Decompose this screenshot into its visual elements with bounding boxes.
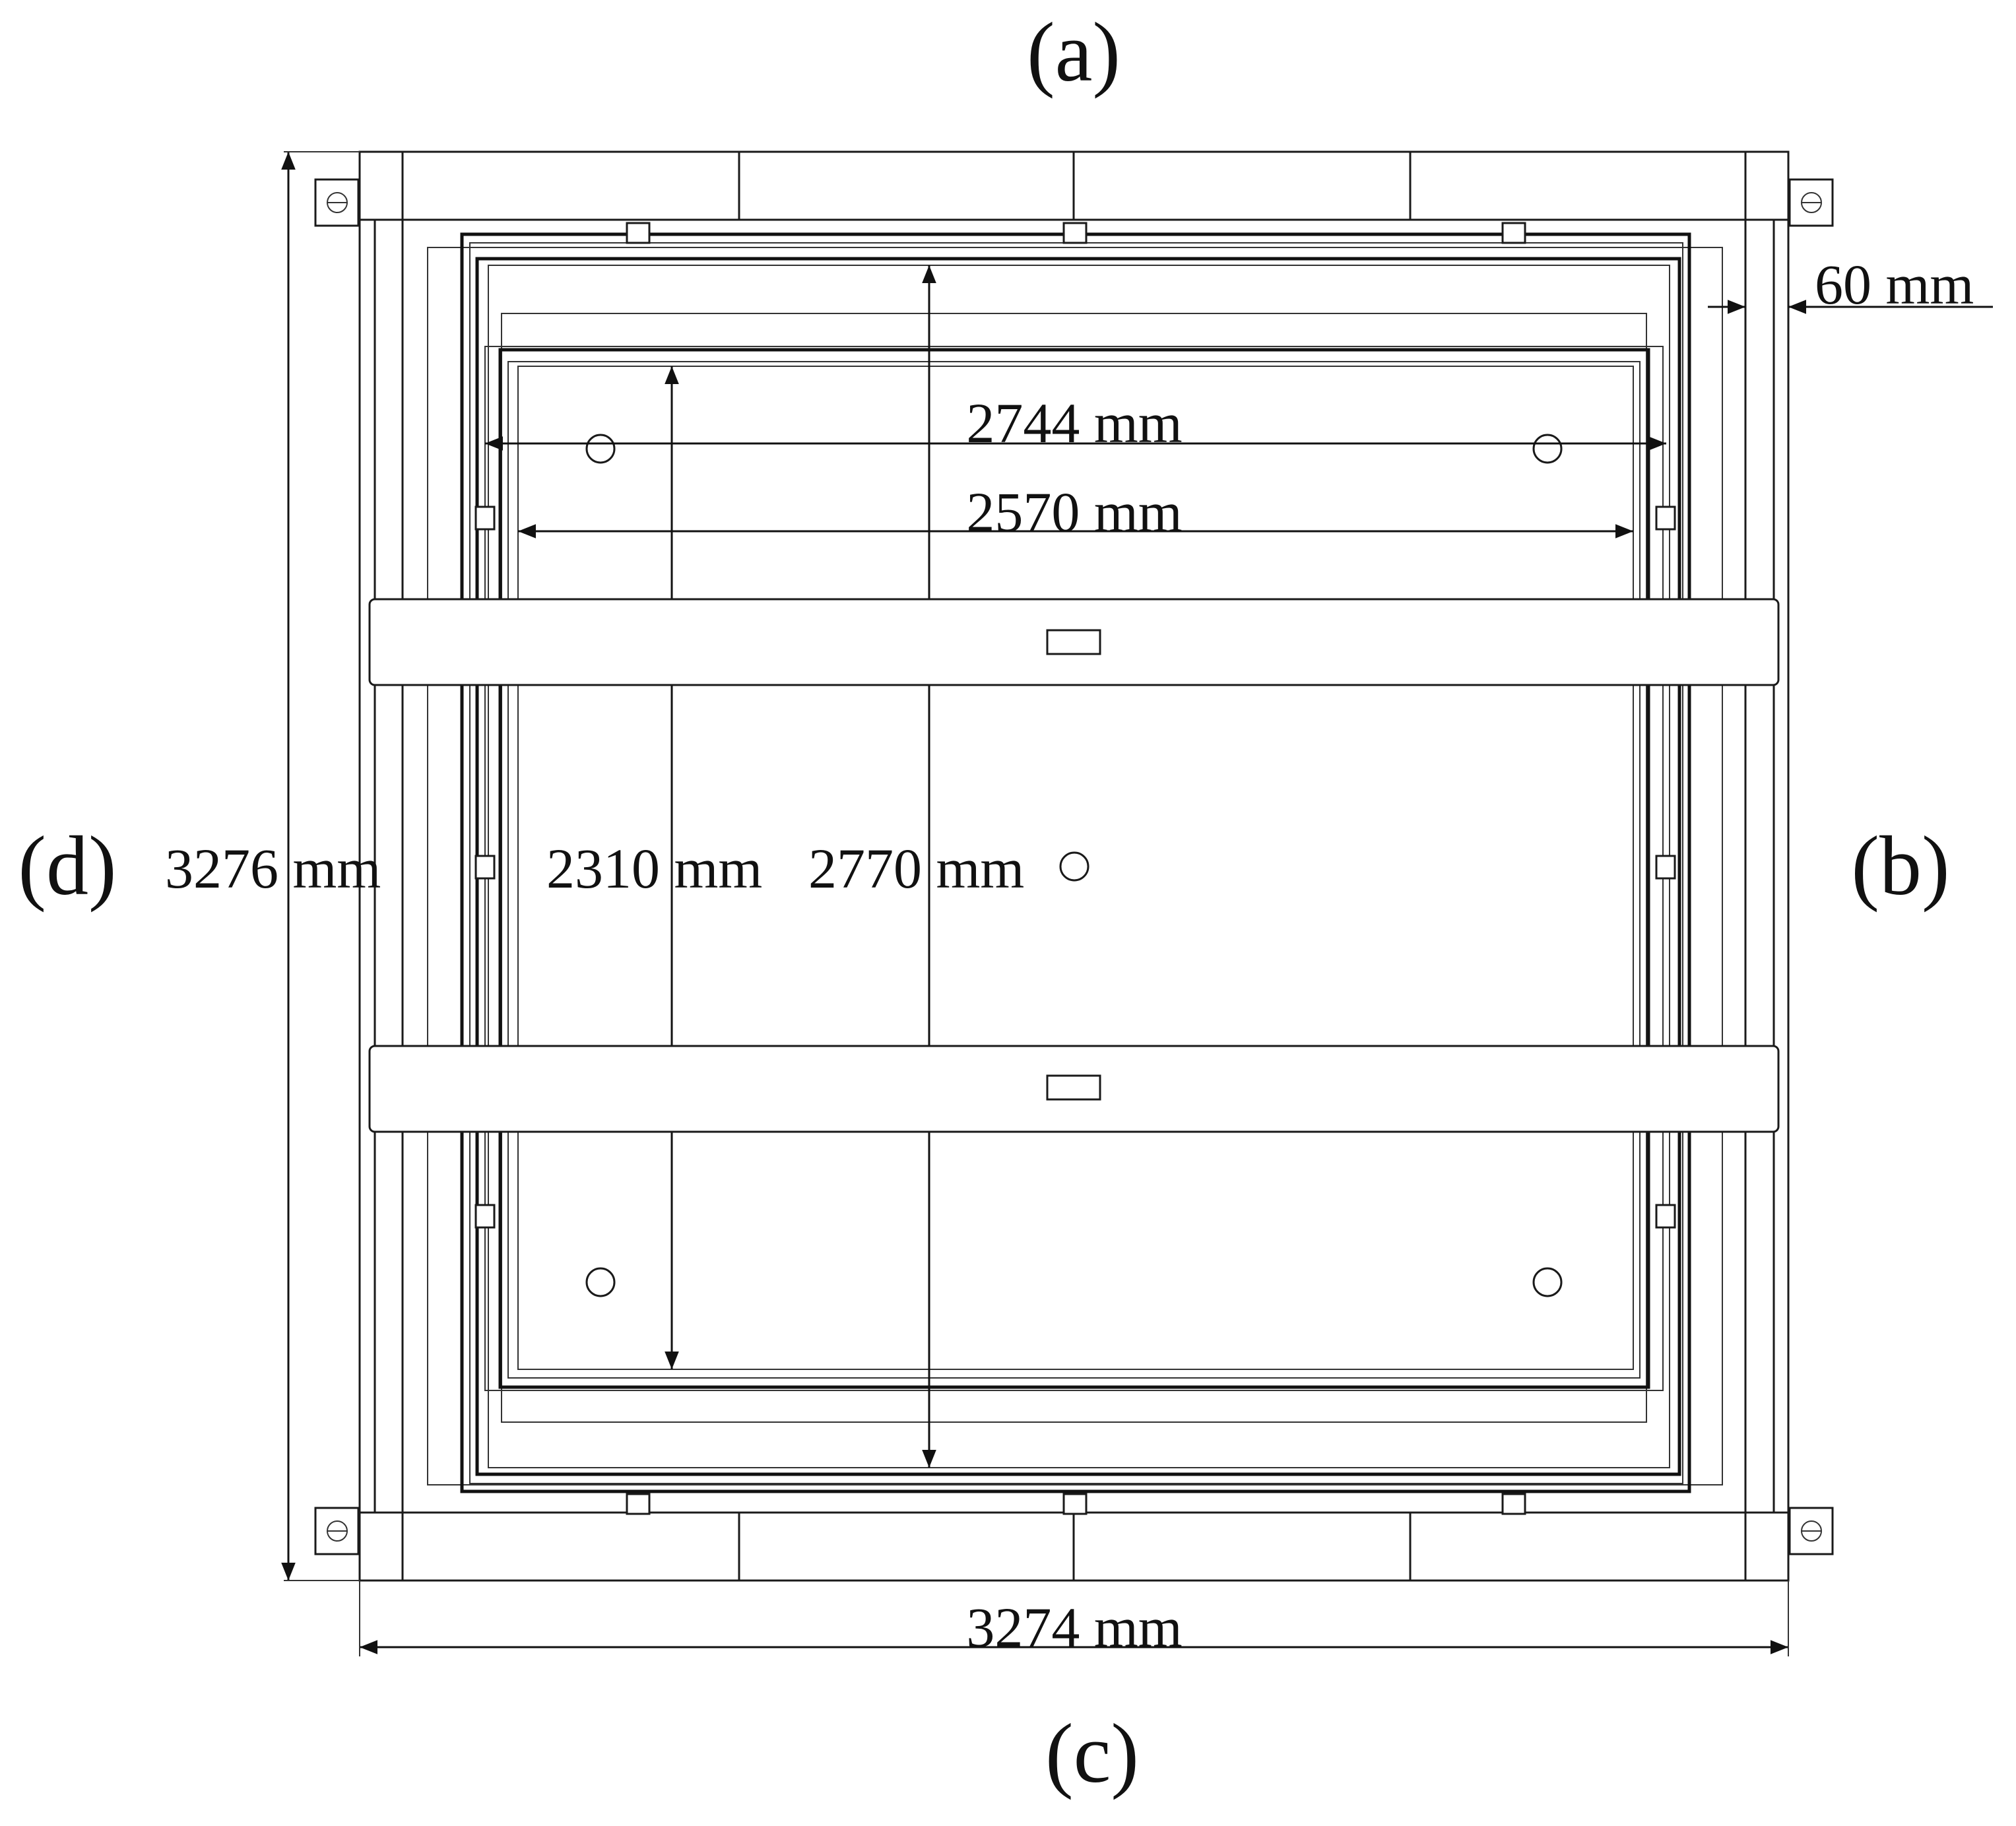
dim-label-overall-height: 3276 mm — [165, 837, 381, 900]
dim-label-inner-span-lower: 2570 mm — [966, 480, 1182, 544]
dim-label-inner-height: 2310 mm — [546, 837, 762, 900]
extension-lines — [284, 151, 1789, 1656]
bolt-hole-icon — [585, 434, 616, 464]
bolt-hole-icon — [1059, 851, 1089, 882]
bolt-hole-icon — [585, 1267, 616, 1297]
bolt-hole-icon — [1532, 1267, 1563, 1297]
dim-label-middle-height: 2770 mm — [808, 837, 1024, 900]
lock-bracket-icon — [1788, 1507, 1834, 1555]
beam-slot-icon — [1046, 1074, 1101, 1101]
dim-label-wall-gap: 60 mm — [1815, 253, 1974, 316]
lock-bracket-icon — [1788, 178, 1834, 227]
dim-label-overall-width: 3274 mm — [966, 1596, 1182, 1659]
side-label-right: (b) — [1851, 819, 1949, 913]
side-label-bottom: (c) — [1045, 1707, 1139, 1800]
side-label-top: (a) — [1027, 5, 1121, 99]
dim-label-inner-span-upper: 2744 mm — [966, 391, 1182, 455]
cross-beam-lower — [368, 1045, 1780, 1133]
lock-bracket-icon — [314, 1507, 360, 1555]
bolt-hole-icon — [1532, 434, 1563, 464]
beam-slot-icon — [1046, 629, 1101, 655]
lock-bracket-icon — [314, 178, 360, 227]
side-label-left: (d) — [18, 819, 116, 913]
cross-beam-upper — [368, 598, 1780, 686]
fastener-blocks — [474, 222, 1676, 1515]
